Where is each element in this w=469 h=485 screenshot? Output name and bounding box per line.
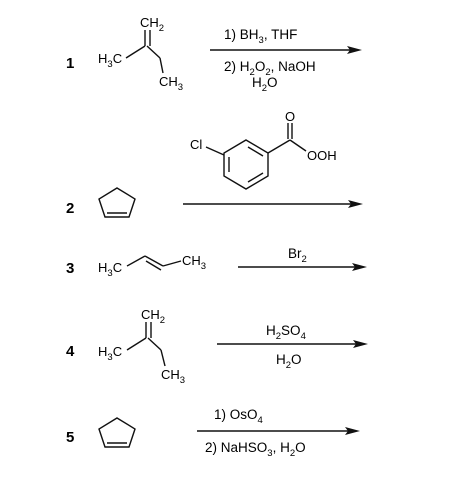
bond-1 (126, 255, 146, 267)
ch3-label: CH3 (161, 367, 185, 386)
aromatic-bond-2 (247, 172, 264, 183)
reaction-4-arrow (217, 340, 368, 348)
bond-to-methyl (125, 45, 146, 59)
reaction-4-condition-below: H2O (276, 352, 302, 371)
reaction-5-number: 5 (66, 429, 74, 446)
reaction-5-condition-above: 1) OsO4 (214, 407, 263, 426)
cyclopentene-1 (98, 187, 136, 218)
cyclopentene-2 (98, 417, 136, 448)
carbonyl-carbon-bond (267, 139, 291, 154)
reaction-1-condition-below-2: H2O (252, 75, 278, 94)
bond-to-ch3 (160, 349, 166, 367)
reaction-5-arrow (197, 427, 360, 435)
bond-to-ch3 (159, 57, 164, 74)
ch2-label: CH2 (141, 307, 165, 326)
h3c-label: H3C (98, 260, 122, 279)
reaction-1-substrate: CH2 H3C CH3 (98, 15, 183, 93)
ch3-label: CH3 (159, 74, 183, 93)
peroxy-bond (289, 139, 307, 152)
reaction-4-condition-above: H2SO4 (266, 323, 306, 342)
reaction-2-number: 2 (66, 200, 74, 217)
benzene-ring (223, 139, 269, 190)
cl-label: Cl (190, 137, 202, 152)
reaction-1: 1 CH2 H3C CH3 1) BH3, THF 2) H2O2, NaOH … (66, 15, 362, 94)
cyclopentene-ring (98, 187, 136, 218)
h3c-label: H3C (98, 344, 122, 363)
reaction-5: 5 1) OsO4 2) NaHSO3, H2O (66, 407, 360, 459)
reaction-3: 3 H3C CH3 Br2 (66, 246, 367, 279)
reaction-3-number: 3 (66, 260, 74, 277)
double-bond-line-2 (145, 260, 162, 271)
bond-3 (162, 260, 182, 267)
double-bond-line-1 (144, 255, 164, 267)
ch2-label: CH2 (140, 15, 164, 34)
h3c-label: H3C (98, 51, 122, 70)
bond-to-methyl (126, 337, 147, 351)
reaction-5-condition-below: 2) NaHSO3, H2O (205, 440, 306, 459)
reaction-3-arrow (238, 263, 367, 271)
ooh-label: OOH (307, 148, 337, 163)
reaction-4-number: 4 (66, 343, 75, 360)
cyclopentene-ring (98, 417, 136, 448)
reaction-3-substrate: H3C CH3 (98, 253, 206, 279)
reaction-1-arrow (210, 46, 362, 54)
reaction-4: 4 CH2 H3C CH3 H2SO4 H2O (66, 307, 368, 386)
bond-to-ethyl (147, 337, 162, 351)
reaction-3-condition-above: Br2 (288, 246, 307, 265)
cl-bond (205, 146, 225, 156)
reaction-2: 2 Cl O OOH (66, 109, 363, 218)
reaction-4-substrate: CH2 H3C CH3 (98, 307, 185, 386)
reaction-2-arrow (183, 200, 363, 208)
reaction-1-number: 1 (66, 55, 74, 72)
carbonyl-o-label: O (285, 109, 295, 124)
bond-to-ethyl (146, 45, 161, 59)
mcpba-reagent: Cl O OOH (190, 109, 337, 190)
aromatic-bond-1 (247, 146, 264, 157)
ch3-label: CH3 (182, 253, 206, 272)
reaction-1-condition-above: 1) BH3, THF (224, 27, 297, 46)
reaction-1-condition-below: 2) H2O2, NaOH (224, 59, 316, 78)
